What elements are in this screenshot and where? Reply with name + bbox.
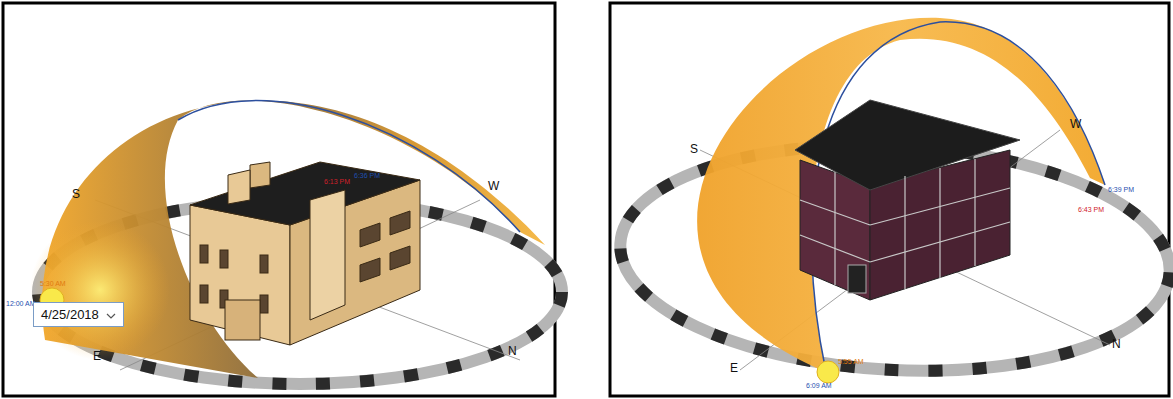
compass-letter: W (488, 180, 499, 192)
current-time: 12:00 AM (6, 300, 36, 307)
compass-letter: N (508, 345, 517, 357)
compass-letter: E (93, 350, 101, 362)
date-dropdown: 4/25/2018 (33, 302, 124, 327)
sunrise-time: 5:30 AM (40, 280, 66, 287)
compass-letter: E (730, 362, 738, 374)
sunset-time: 6:36 PM (354, 172, 380, 179)
sunrise-time: 5:55 AM (838, 358, 864, 365)
sunset-time: 6:13 PM (324, 178, 350, 185)
compass-letter: S (690, 143, 698, 155)
sunset-time: 6:39 PM (1108, 186, 1134, 193)
compass-letter: W (1070, 118, 1081, 130)
dropdown-chevron (106, 312, 116, 320)
compass-letter: N (1112, 338, 1121, 350)
sunrise-time: 6:09 AM (806, 382, 832, 389)
sunset-time: 6:43 PM (1078, 206, 1104, 213)
date-text: 4/25/2018 (41, 307, 99, 322)
compass-letter: S (72, 188, 80, 200)
